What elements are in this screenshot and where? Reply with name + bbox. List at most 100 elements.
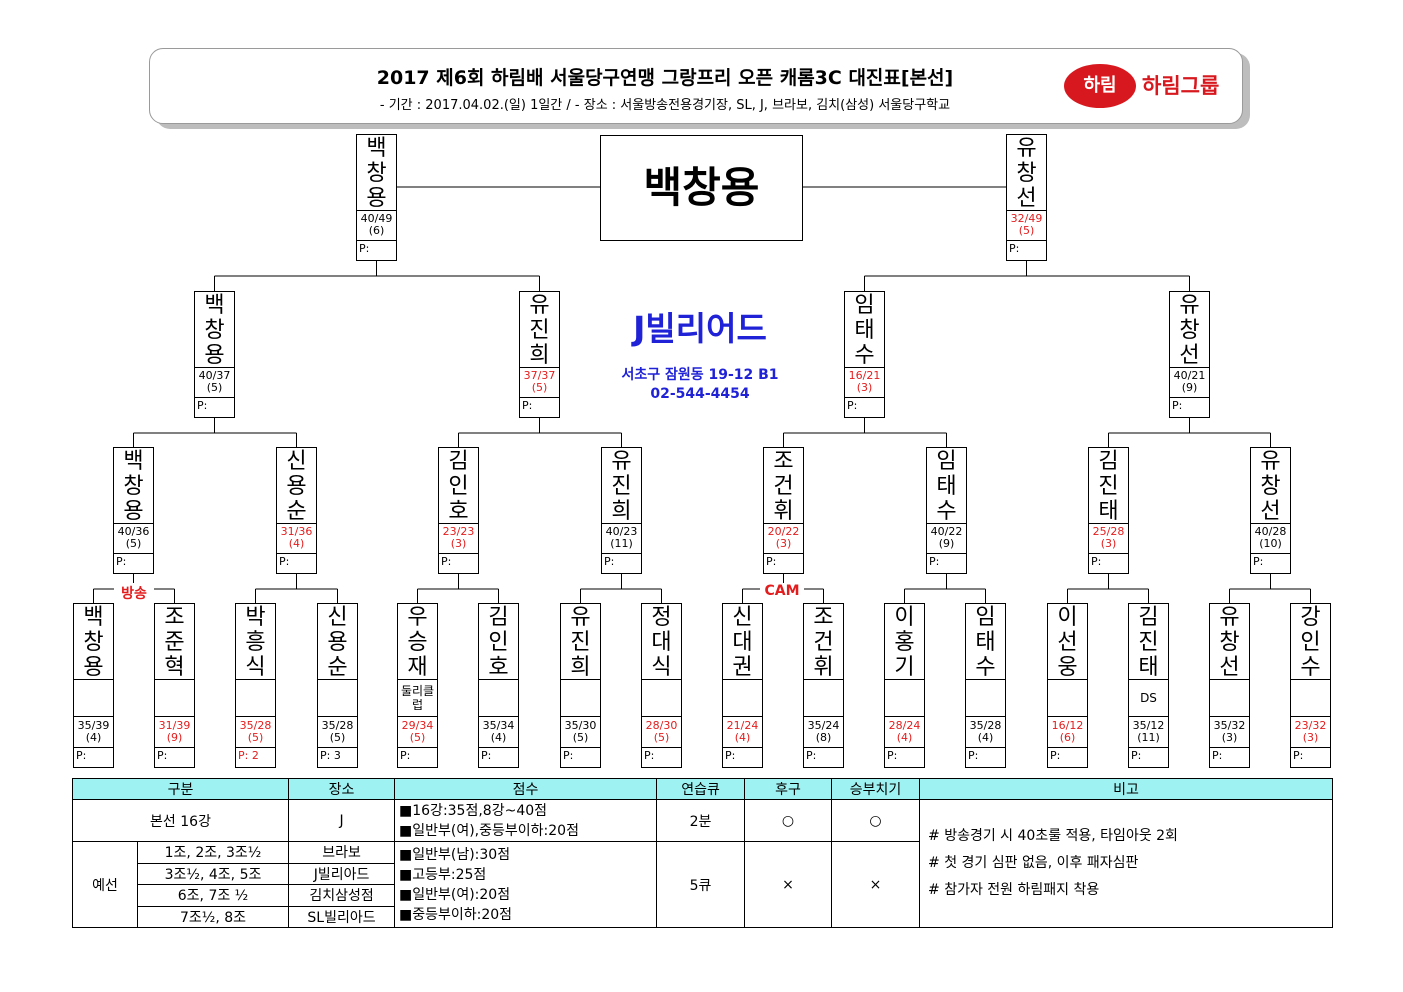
score-value: 28/24 <box>888 719 921 732</box>
col-header-notes: 비고 <box>919 778 1334 800</box>
player-penalty: P: <box>1131 749 1142 762</box>
player-penalty: P: <box>766 555 777 568</box>
player-score: 28/24(4) <box>885 717 924 748</box>
score-value: 35/12 <box>1132 719 1165 732</box>
score-value: 40/23 <box>605 525 638 538</box>
prelim-label: 예선 <box>72 841 138 928</box>
innings-value: (5) <box>329 731 346 744</box>
score-value: 35/34 <box>482 719 515 732</box>
player-penalty: P: <box>522 399 533 412</box>
player-club <box>804 679 843 717</box>
player-score: 16/21(3) <box>845 367 884 398</box>
cam-tag: CAM <box>760 583 804 599</box>
prelim-group: 6조, 7조 ½ <box>136 884 290 907</box>
note-line: # 참가자 전원 하림패지 착용 <box>928 882 1100 898</box>
player-club <box>1210 679 1249 717</box>
player-score: 35/28(5) <box>318 717 357 748</box>
player-score: 35/28(4) <box>966 717 1005 748</box>
player-score: 25/28(3) <box>1089 523 1128 554</box>
player-score: 28/30(5) <box>642 717 681 748</box>
innings-value: (5) <box>572 731 589 744</box>
innings-value: (3) <box>1221 731 1238 744</box>
player-score: 40/22(9) <box>927 523 966 554</box>
player-score: 32/49(5) <box>1007 210 1046 241</box>
prelim-venue: 브라보 <box>288 841 396 864</box>
player-penalty: P: <box>279 555 290 568</box>
champion-box: 백창용 <box>600 135 803 241</box>
innings-value: (6) <box>368 224 385 237</box>
innings-value: (3) <box>1100 537 1117 550</box>
innings-value: (5) <box>206 381 223 394</box>
player-penalty: P: <box>887 749 898 762</box>
prelim-venue: J빌리아드 <box>288 862 396 885</box>
player-penalty: P: <box>847 399 858 412</box>
innings-value: (3) <box>856 381 873 394</box>
harim-logo: 하림 하림그룹 <box>1064 61 1236 111</box>
page-subtitle: - 기간 : 2017.04.02.(일) 1일간 / - 장소 : 서울방송전… <box>379 98 951 113</box>
player-club <box>155 679 194 717</box>
innings-value: (4) <box>85 731 102 744</box>
prelim-group: 7조½, 8조 <box>136 905 290 928</box>
col-header-division: 구분 <box>71 778 290 800</box>
col-header-break: 후구 <box>744 778 833 800</box>
rules-table: 구분 장소 점수 연습큐 후구 승부치기 비고 본선 16강 J ■16강:35… <box>71 778 1334 928</box>
player-penalty: P: <box>644 749 655 762</box>
player-score: 23/23(3) <box>439 523 478 554</box>
score-value: 40/28 <box>1254 525 1287 538</box>
innings-value: (4) <box>896 731 913 744</box>
player-club: 둘리클럽 <box>398 679 437 717</box>
player-penalty: P: <box>929 555 940 568</box>
score-value: 40/22 <box>930 525 963 538</box>
player-penalty: P: <box>481 749 492 762</box>
note-line: # 첫 경기 심판 없음, 이후 패자심판 <box>928 855 1139 871</box>
innings-value: (11) <box>1137 731 1160 744</box>
venue-phone: 02-544-4454 <box>650 386 750 402</box>
player-score: 20/22(3) <box>764 523 803 554</box>
score-value: 31/39 <box>158 719 191 732</box>
innings-value: (5) <box>247 731 264 744</box>
score-value: 16/12 <box>1051 719 1084 732</box>
innings-value: (9) <box>166 731 183 744</box>
player-penalty: P: <box>1212 749 1223 762</box>
player-score: 31/36(4) <box>277 523 316 554</box>
player-penalty: P: <box>1091 555 1102 568</box>
score-value: 40/21 <box>1173 369 1206 382</box>
player-score: 40/28(10) <box>1251 523 1290 554</box>
header-panel: 2017 제6회 하림배 서울당구연맹 그랑프리 오픈 캐롬3C 대진표[본선]… <box>149 48 1243 124</box>
player-penalty: P: <box>76 749 87 762</box>
player-score: 40/21(9) <box>1170 367 1209 398</box>
player-score: 35/24(8) <box>804 717 843 748</box>
col-header-score: 점수 <box>394 778 658 800</box>
score-value: 35/28 <box>239 719 272 732</box>
main-score-line: ■일반부(여),중등부이하:20점 <box>399 822 579 839</box>
innings-value: (3) <box>1302 731 1319 744</box>
player-score: 29/34(5) <box>398 717 437 748</box>
player-penalty: P: <box>1009 242 1020 255</box>
